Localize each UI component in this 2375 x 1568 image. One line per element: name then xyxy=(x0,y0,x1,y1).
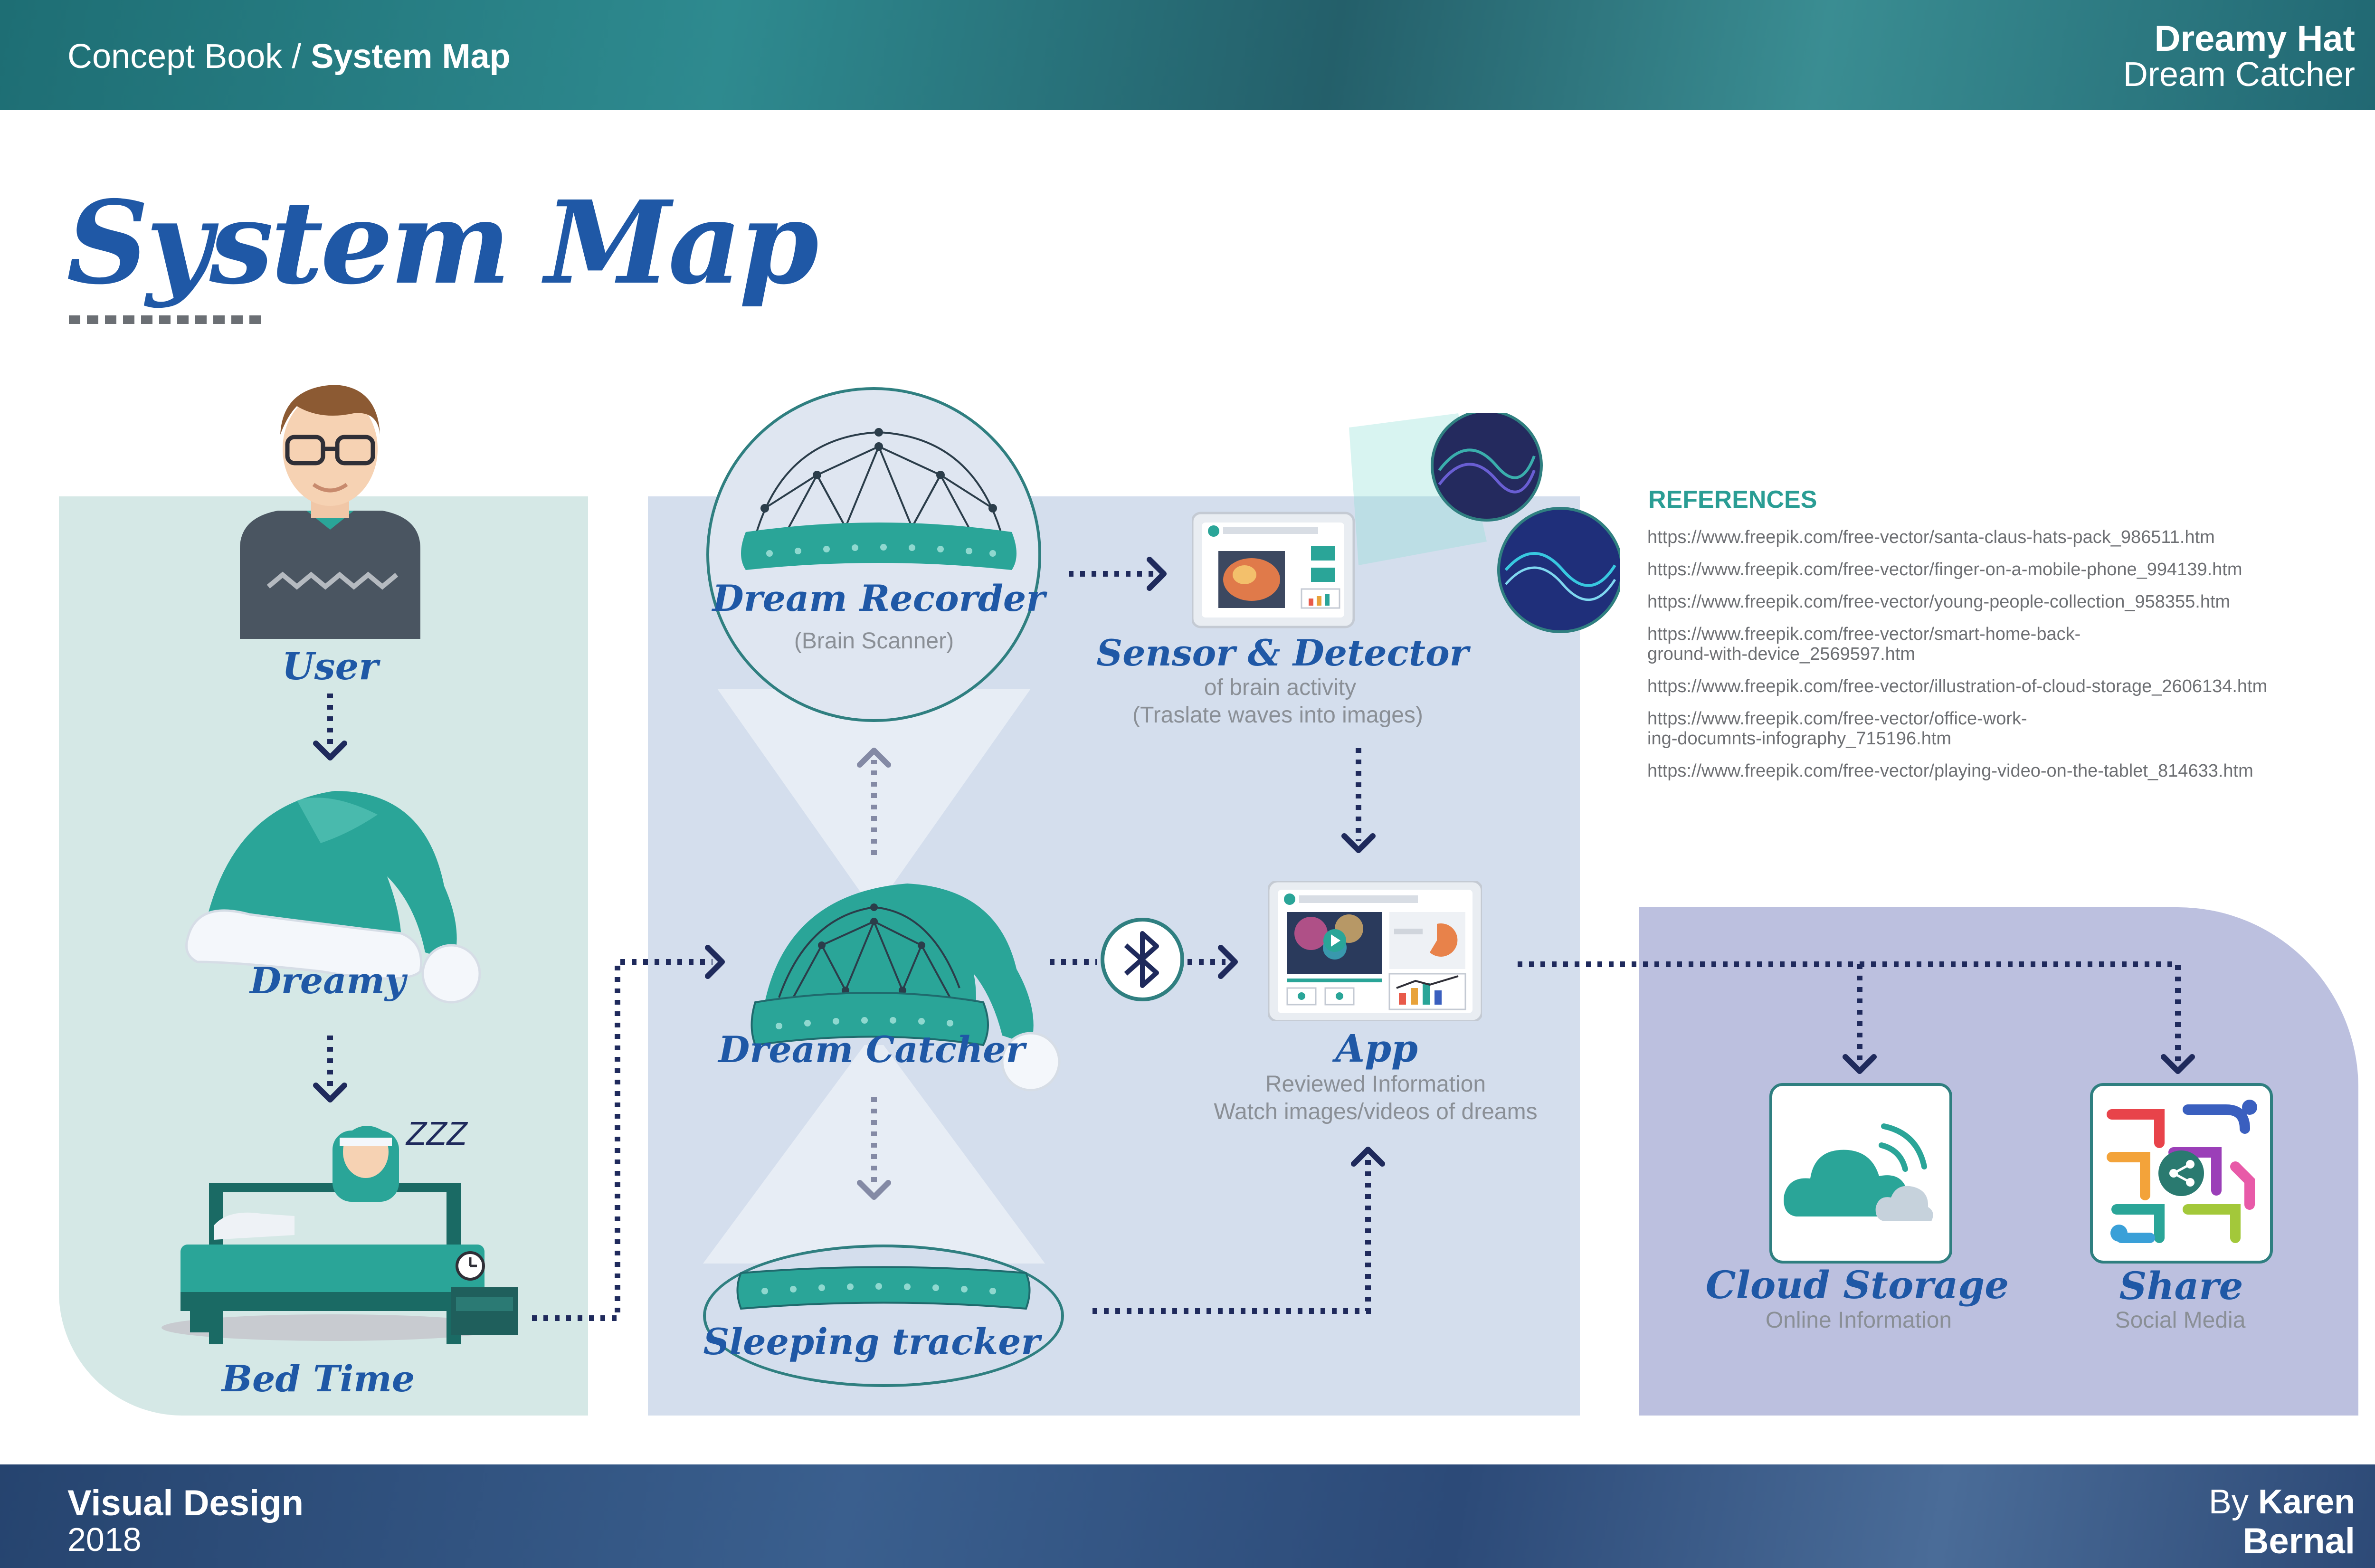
breadcrumb: Concept Book / System Map xyxy=(67,37,510,76)
arrowhead xyxy=(313,1083,347,1102)
sensor-sub-1: of brain activity xyxy=(1204,675,1357,700)
user-label: User xyxy=(282,645,379,688)
tracker-light-cone xyxy=(703,1045,1045,1264)
arrowhead xyxy=(313,741,347,760)
breadcrumb-prefix: Concept Book / xyxy=(67,38,302,76)
footer-bar: Visual Design 2018 By Karen Bernal xyxy=(0,1464,2375,1568)
arrowhead xyxy=(857,1180,891,1200)
cloud-icon xyxy=(1784,1123,1933,1221)
reference-link[interactable]: https://www.freepik.com/free-vector/youn… xyxy=(1647,592,2231,612)
references-heading: REFERENCES xyxy=(1648,486,1817,513)
page-title: System Map xyxy=(66,176,819,310)
arrow-tracker-app xyxy=(1092,1159,1371,1314)
sensor-label: Sensor & Detector xyxy=(1096,632,1469,674)
arrowhead xyxy=(705,945,725,979)
cloud-storage-sub: Online Information xyxy=(1765,1308,1952,1333)
bed-illustration: ZZZ xyxy=(162,1115,518,1344)
sleeping-band-illustration xyxy=(736,1266,1031,1310)
app-tablet-illustration xyxy=(1268,881,1482,1021)
dream-catcher-hat-illustration xyxy=(750,884,1061,1092)
reference-link[interactable]: https://www.freepik.com/free-vector/illu… xyxy=(1647,676,2268,696)
recorder-light-cone xyxy=(717,689,1031,898)
sleeping-tracker-label: Sleeping tracker xyxy=(703,1321,1040,1363)
reference-link[interactable]: https://www.freepik.com/free-vector/offi… xyxy=(1647,709,2027,749)
reference-link[interactable]: https://www.freepik.com/free-vector/fing… xyxy=(1647,560,2242,580)
reference-link[interactable]: https://www.freepik.com/free-vector/play… xyxy=(1647,761,2253,781)
dream-recorder-label: Dream Recorder xyxy=(712,577,1045,619)
app-sub-1: Reviewed Information xyxy=(1265,1072,1486,1097)
references-list: https://www.freepik.com/free-vector/sant… xyxy=(1647,527,2375,781)
arrow-bedtime-catcher xyxy=(532,959,712,1321)
cloud-storage-card xyxy=(1769,1083,1952,1264)
title-underline xyxy=(69,315,264,324)
breadcrumb-current: System Map xyxy=(311,38,511,76)
arrowhead xyxy=(1341,833,1376,853)
footer-year: 2018 xyxy=(67,1521,142,1558)
footer-author-last: Bernal xyxy=(2242,1521,2355,1561)
arrowhead xyxy=(857,748,891,768)
brand-subtitle: Dream Catcher xyxy=(2123,56,2355,94)
arrowhead xyxy=(1147,557,1167,591)
brand-title: Dreamy Hat xyxy=(2154,19,2355,59)
dreamy-hat-illustration xyxy=(185,791,481,1004)
share-sub: Social Media xyxy=(2115,1308,2246,1333)
svg-text:ZZZ: ZZZ xyxy=(405,1115,468,1152)
dream-catcher-label: Dream Catcher xyxy=(718,1028,1025,1071)
arrow-app-share xyxy=(1518,961,2181,1064)
header-bar: Concept Book / System Map Dreamy Hat Dre… xyxy=(0,0,2375,110)
footer-by: By xyxy=(2208,1483,2249,1521)
bedtime-label: Bed Time xyxy=(221,1358,415,1400)
dream-recorder-sub: (Brain Scanner) xyxy=(794,628,954,654)
dreamy-label: Dreamy xyxy=(249,960,406,1002)
cloud-storage-label: Cloud Storage xyxy=(1705,1263,2009,1307)
sensor-sub-2: (Traslate waves into images) xyxy=(1132,703,1423,728)
footer-course: Visual Design xyxy=(67,1483,304,1523)
arrowhead xyxy=(1351,1147,1385,1167)
bluetooth-icon xyxy=(1101,918,1184,1001)
share-label: Share xyxy=(2119,1264,2243,1308)
user-avatar xyxy=(240,385,420,639)
reference-link[interactable]: https://www.freepik.com/free-vector/sant… xyxy=(1647,527,2215,547)
arrowhead xyxy=(1218,945,1238,979)
sensor-device-illustration xyxy=(1192,413,1620,633)
app-label: App xyxy=(1335,1026,1418,1071)
arrowhead xyxy=(1843,1054,1877,1074)
footer-author-first: Karen xyxy=(2258,1483,2355,1521)
footer-author-line: By Karen xyxy=(2209,1482,2355,1521)
share-card xyxy=(2090,1083,2273,1264)
app-sub-2: Watch images/videos of dreams xyxy=(1214,1099,1538,1124)
brain-scanner-illustration xyxy=(741,428,1016,570)
arrowhead xyxy=(2161,1054,2195,1074)
reference-link[interactable]: https://www.freepik.com/free-vector/smar… xyxy=(1647,624,2081,664)
share-icon xyxy=(2107,1100,2257,1243)
